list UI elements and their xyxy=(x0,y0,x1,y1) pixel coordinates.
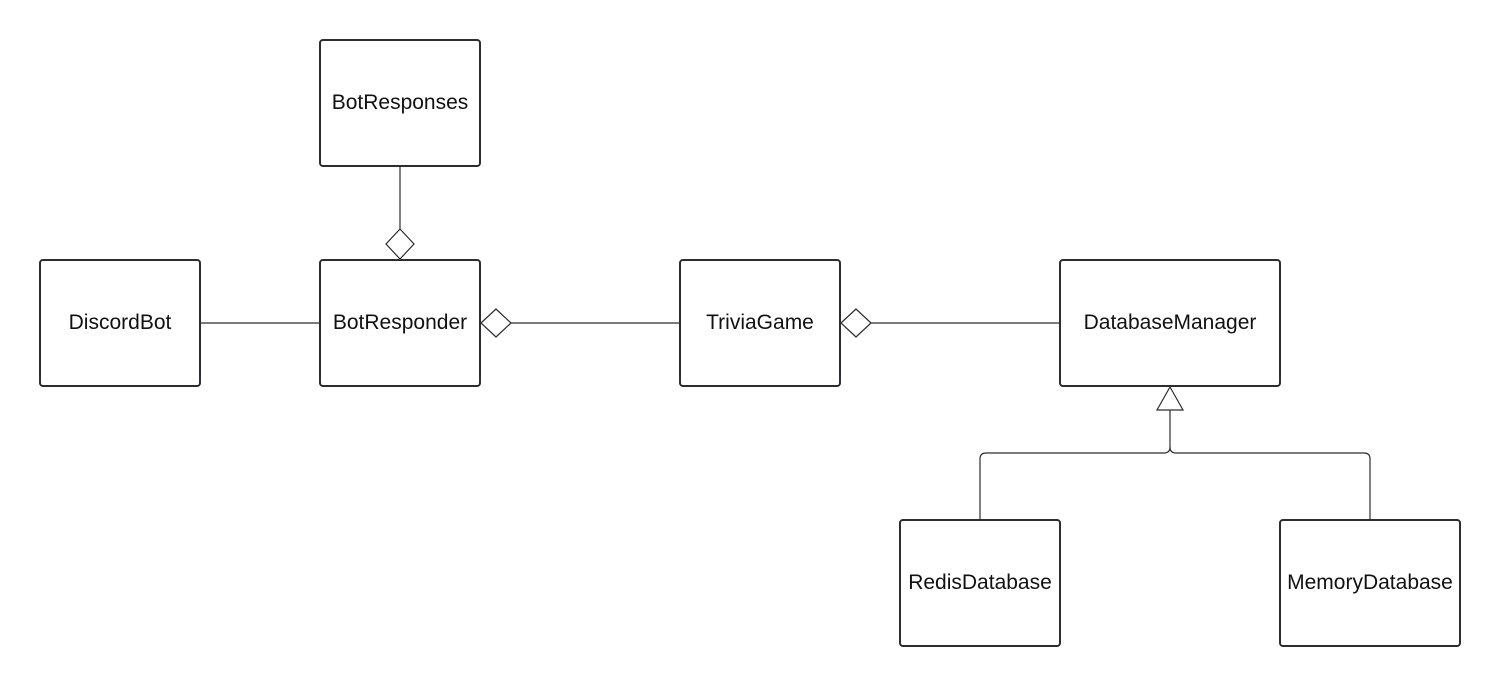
generalization-triangle-databasemanager xyxy=(1155,385,1185,411)
class-box-databasemanager[interactable]: DatabaseManager xyxy=(1059,259,1281,387)
class-name-memorydatabase: MemoryDatabase xyxy=(1287,571,1453,594)
aggregation-diamond-botresponder-right xyxy=(480,308,512,338)
class-name-redisdatabase: RedisDatabase xyxy=(908,571,1052,594)
class-name-discordbot: DiscordBot xyxy=(68,311,172,334)
class-box-triviagame[interactable]: TriviaGame xyxy=(679,259,841,387)
class-name-botresponder: BotResponder xyxy=(332,311,468,334)
class-box-discordbot[interactable]: DiscordBot xyxy=(39,259,201,387)
class-name-databasemanager: DatabaseManager xyxy=(1083,311,1257,334)
aggregation-diamond-botresponder-top xyxy=(385,228,415,260)
aggregation-diamond-triviagame-right xyxy=(840,308,872,338)
class-name-botresponses: BotResponses xyxy=(331,91,469,114)
class-box-memorydatabase[interactable]: MemoryDatabase xyxy=(1279,519,1461,647)
class-box-botresponses[interactable]: BotResponses xyxy=(319,39,481,167)
connector-redisdatabase-databasemanager xyxy=(979,446,1171,520)
connector-memorydatabase-databasemanager xyxy=(1169,446,1371,520)
class-name-triviagame: TriviaGame xyxy=(706,311,814,334)
class-box-redisdatabase[interactable]: RedisDatabase xyxy=(899,519,1061,647)
class-box-botresponder[interactable]: BotResponder xyxy=(319,259,481,387)
